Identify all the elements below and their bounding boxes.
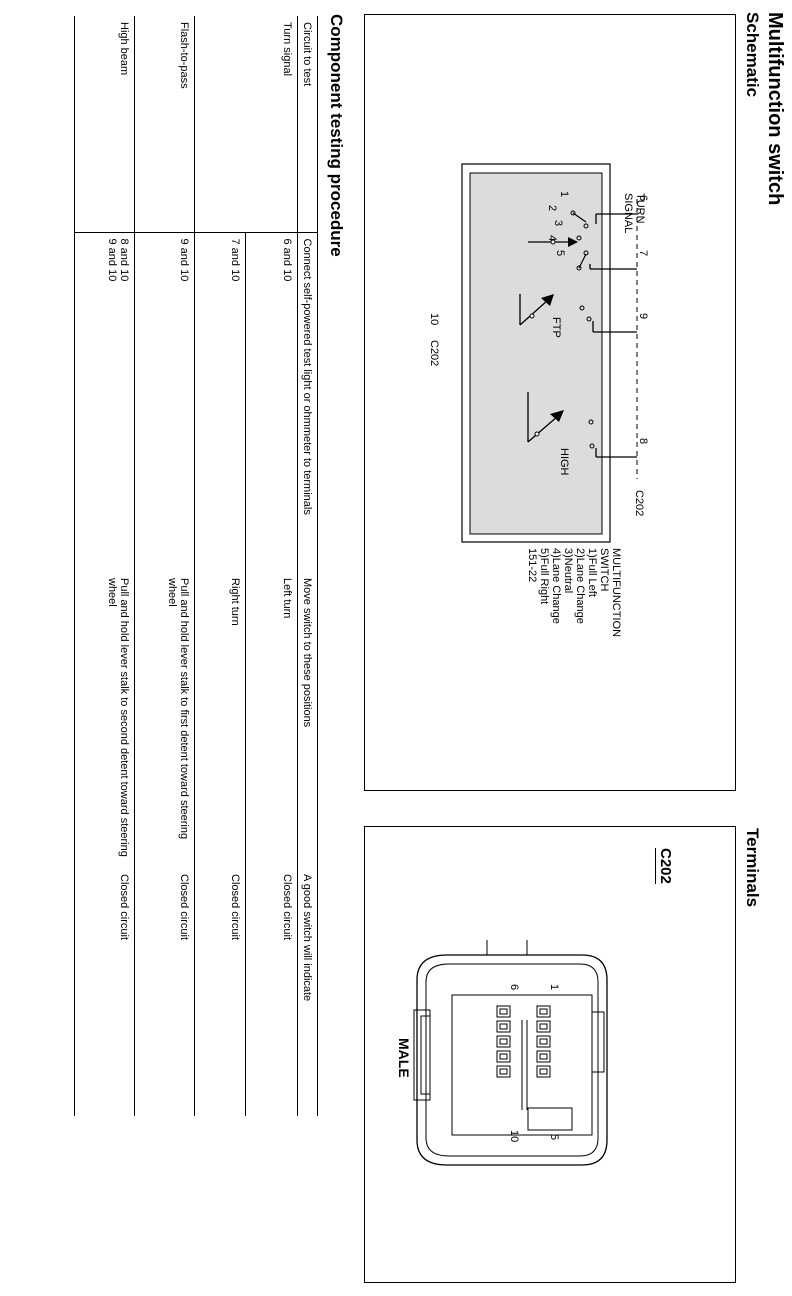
- pin-8-label: 8: [637, 438, 649, 445]
- turn-position-1: 1: [558, 191, 570, 198]
- terminals-cell: 8 and 10 9 and 10: [74, 232, 135, 572]
- table-header-row: Circuit to test Connect self-powered tes…: [297, 16, 318, 1116]
- terminal-pin-10: 10: [508, 1130, 520, 1143]
- table-row: 7 and 10 Right turn Closed circuit: [194, 16, 246, 1116]
- position-cell: Pull and hold lever stalk to second dete…: [74, 572, 135, 868]
- male-label: MALE: [396, 1038, 412, 1078]
- indicate-cell: Closed circuit: [194, 868, 246, 1116]
- testing-table: Circuit to test Connect self-powered tes…: [74, 16, 318, 1116]
- pin-10-label: 10: [428, 313, 440, 326]
- connector-c202-title: C202: [655, 848, 674, 884]
- indicate-cell: Closed circuit: [134, 868, 195, 1116]
- switch-legend: MULTIFUNCTION SWITCH 1)Full Left 2)Lane …: [526, 548, 622, 638]
- col-header-circuit: Circuit to test: [297, 16, 318, 232]
- col-header-terminals: Connect self-powered test light or ohmme…: [297, 232, 318, 572]
- turn-position-5: 5: [554, 250, 566, 257]
- turn-position-3: 3: [552, 220, 564, 227]
- connector-label-top: C202: [633, 490, 645, 517]
- circuit-cell: Turn signal: [246, 16, 298, 232]
- terminal-pin-1: 1: [548, 984, 560, 991]
- pin-9-label: 9: [637, 313, 649, 320]
- terminals-cell: 9 and 10: [134, 232, 195, 572]
- circuit-cell: Flash-to-pass: [134, 16, 195, 232]
- col-header-indicate: A good switch will indicate: [297, 868, 318, 1116]
- pin-7-label: 7: [637, 250, 649, 257]
- terminals-cell: 6 and 10: [246, 232, 298, 572]
- c202-connector-face-diagram: [413, 940, 608, 1166]
- terminals-heading: Terminals: [743, 828, 762, 908]
- terminal-pin-5: 5: [548, 1134, 560, 1141]
- indicate-cell: Closed circuit: [74, 868, 135, 1116]
- page-title: Multifunction switch: [764, 12, 786, 206]
- table-row: Turn signal 6 and 10 Left turn Closed ci…: [246, 16, 298, 1116]
- high-label: HIGH: [558, 448, 570, 476]
- turn-position-2: 2: [546, 205, 558, 212]
- table-row: High beam 8 and 10 9 and 10 Pull and hol…: [74, 16, 135, 1116]
- table-row: Flash-to-pass 9 and 10 Pull and hold lev…: [134, 16, 195, 1116]
- testing-heading: Component testing procedure: [327, 14, 346, 257]
- switch-schematic-diagram: [461, 163, 638, 543]
- circuit-cell: High beam: [74, 16, 135, 232]
- terminals-cell: 7 and 10: [194, 232, 246, 572]
- pin-6-label: 6: [637, 195, 649, 202]
- col-header-positions: Move switch to these positions: [297, 572, 318, 868]
- position-cell: Right turn: [194, 572, 246, 868]
- turn-position-4: 4: [546, 235, 558, 242]
- position-cell: Left turn: [246, 572, 298, 868]
- connector-label-left: C202: [428, 340, 440, 367]
- indicate-cell: Closed circuit: [246, 868, 298, 1116]
- position-cell: Pull and hold lever stalk to first deten…: [134, 572, 195, 868]
- terminal-pin-6: 6: [508, 984, 520, 991]
- circuit-cell: [194, 16, 246, 232]
- schematic-heading: Schematic: [743, 12, 762, 98]
- ftp-label: FTP: [550, 317, 562, 338]
